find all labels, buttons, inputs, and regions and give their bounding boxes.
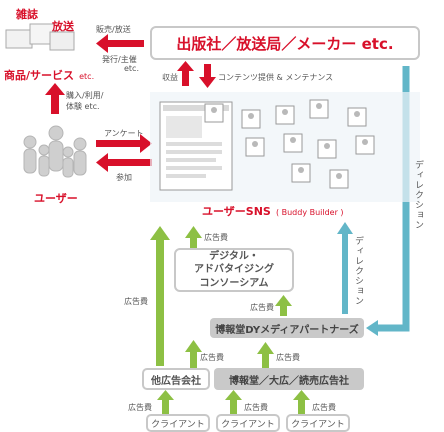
arrow-user-to-products	[45, 83, 65, 114]
node-products: 商品/サービス etc.	[4, 64, 94, 83]
node-sns-sub: ( Buddy Builder )	[275, 208, 344, 217]
label-ad-fee-client1: 広告費	[128, 403, 152, 412]
arrow-revenue	[177, 61, 194, 86]
arrow-ad-client3	[293, 390, 310, 414]
label-ad-fee-client3: 広告費	[312, 403, 336, 412]
label-join: 参加	[116, 173, 132, 182]
arrow-join	[96, 153, 152, 172]
node-consortium: デジタル・ アドバタイジング コンソーシアム	[174, 248, 294, 292]
arrow-ad-client1	[157, 390, 174, 414]
arrow-direction-mid	[337, 222, 353, 314]
label-sales: 販売/放送	[96, 25, 131, 34]
label-ad-fee-sns: 広告費	[204, 233, 228, 242]
label-ad-fee-consortium: 広告費	[250, 303, 274, 312]
arrow-ad-left	[150, 226, 170, 366]
node-publishers: 出版社／放送局／メーカー etc.	[150, 26, 420, 60]
label-ad-fee-client2: 広告費	[244, 403, 268, 412]
node-consortium-line2: アドバタイジング	[194, 264, 274, 276]
arrow-publish-to-media	[96, 34, 144, 53]
label-ad-fee-big: 広告費	[276, 353, 300, 362]
label-publish-2: etc.	[124, 64, 139, 73]
arrow-ad-sns	[185, 226, 202, 248]
label-publish-1: 発行/主催	[102, 55, 137, 64]
node-products-label: 商品/サービス	[4, 69, 75, 82]
node-client-3: クライアント	[286, 414, 350, 432]
label-ad-fee-left: 広告費	[124, 297, 148, 306]
node-dymedia: 博報堂DYメディアパートナーズ	[210, 318, 364, 338]
label-purchase-1: 購入/利用/	[66, 91, 104, 100]
node-broadcast: 放送	[52, 20, 74, 33]
member-avatar-icons	[211, 103, 368, 179]
arrow-ad-big	[257, 342, 274, 368]
arrow-ad-other	[185, 340, 202, 368]
label-survey: アンケート	[104, 129, 144, 138]
label-ad-fee-other: 広告費	[200, 353, 224, 362]
arrow-ad-client2	[225, 390, 242, 414]
users-figure-icon	[23, 125, 87, 178]
label-revenue: 収益	[162, 73, 178, 82]
node-big-agencies: 博報堂／大広／読売広告社	[214, 368, 364, 390]
label-direction-mid: ディレクション	[353, 236, 363, 306]
label-content: コンテンツ提供 & メンテナンス	[218, 73, 334, 82]
node-products-etc: etc.	[79, 72, 95, 81]
node-other-agency: 他広告会社	[142, 368, 210, 390]
label-direction-right: ディレクション	[413, 160, 423, 230]
node-client-2: クライアント	[216, 414, 280, 432]
node-sns-label: ユーザーSNS	[202, 205, 271, 218]
arrow-content	[199, 64, 216, 88]
node-users: ユーザー	[34, 192, 78, 205]
node-client-1: クライアント	[146, 414, 210, 432]
arrow-ad-consortium	[275, 295, 292, 316]
label-purchase-2: 体験 etc.	[66, 102, 100, 111]
node-consortium-line1: デジタル・	[209, 250, 259, 262]
sns-window-icon	[150, 92, 420, 202]
arrow-survey	[96, 134, 152, 153]
node-consortium-line3: コンソーシアム	[199, 277, 269, 289]
media-devices-icon	[5, 23, 75, 51]
node-magazine: 雑誌	[16, 8, 38, 21]
node-sns: ユーザーSNS ( Buddy Builder )	[202, 200, 344, 219]
